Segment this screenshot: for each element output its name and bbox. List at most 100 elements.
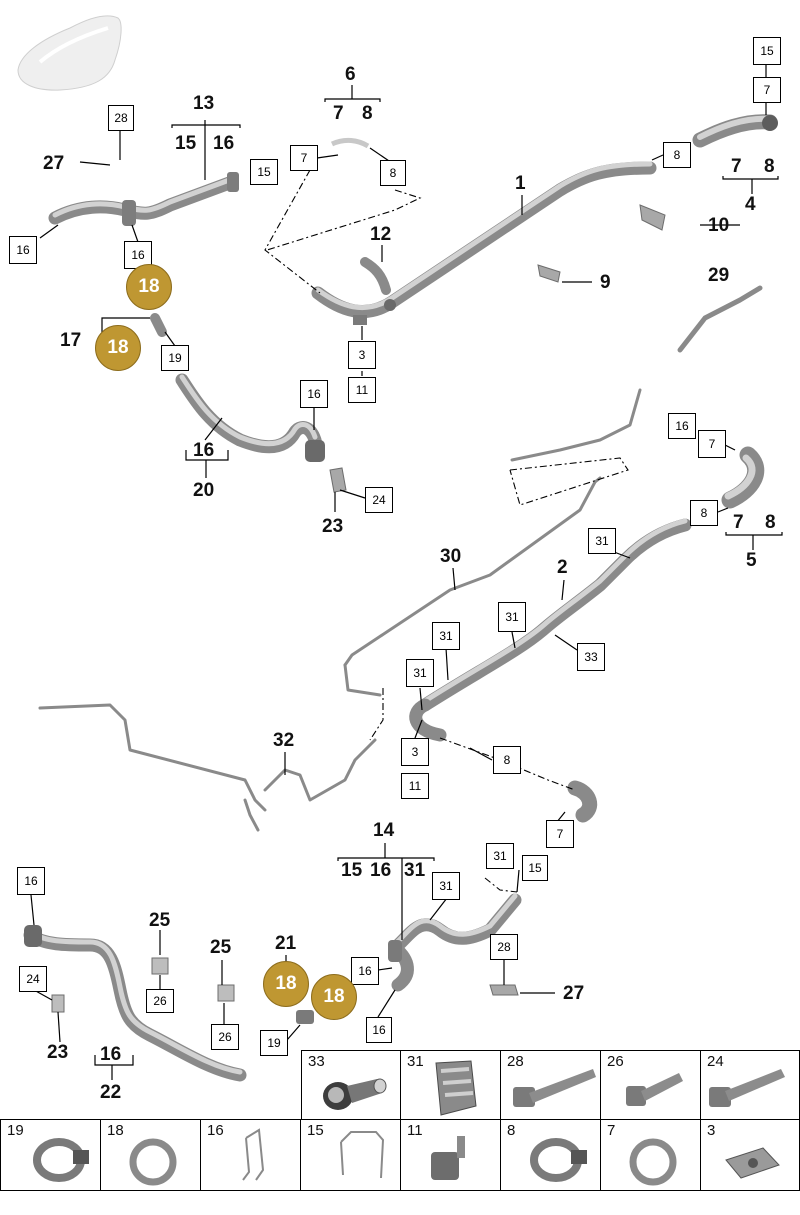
box-15-top-right: 15	[753, 37, 781, 65]
parts-cell-number: 31	[407, 1053, 424, 1070]
group-5-label-8: 8	[765, 512, 776, 533]
hose-clamp-icon	[530, 1138, 587, 1182]
box-16-lower-mid: 16	[351, 957, 379, 985]
parts-cell-number: 18	[107, 1122, 124, 1139]
box-28-lower: 28	[490, 934, 518, 960]
o-ring-icon	[129, 1138, 177, 1186]
callout-23-upper: 23	[322, 516, 344, 537]
box-31-c: 31	[432, 622, 460, 650]
retaining-clip-icon	[340, 1131, 385, 1179]
callout-17: 17	[60, 330, 82, 351]
box-19-lower: 19	[260, 1030, 288, 1056]
box-31-a: 31	[588, 528, 616, 554]
pipe-clip-icon	[435, 1060, 477, 1116]
box-31-f: 31	[432, 872, 460, 900]
callout-16-bottom: 16	[100, 1044, 122, 1065]
box-7-top-right: 7	[753, 77, 781, 103]
group-4-label-8: 8	[764, 156, 775, 177]
box-11-mid: 11	[401, 773, 429, 799]
group-13-label-16: 16	[213, 133, 235, 154]
group-6-label-7: 7	[333, 103, 344, 124]
callout-13: 13	[193, 93, 215, 114]
group-5-label-7: 7	[733, 512, 744, 533]
callout-16-left: 16	[193, 440, 215, 461]
seal-ring-marker-upper: 18	[126, 264, 172, 310]
callout-4: 4	[745, 194, 756, 215]
group-14-label-15: 15	[341, 860, 363, 881]
box-8-mid: 8	[493, 746, 521, 774]
callout-27-lower: 27	[563, 983, 585, 1004]
box-24-upper: 24	[365, 487, 393, 513]
box-16-upper-mid: 16	[124, 241, 152, 269]
box-26-left: 26	[146, 989, 174, 1013]
long-bolt-icon	[513, 1069, 596, 1107]
callout-9: 9	[600, 272, 611, 293]
box-3-upper: 3	[348, 341, 376, 369]
box-3-mid: 3	[401, 738, 429, 766]
parts-cell-7: 7	[600, 1119, 701, 1191]
parts-cell-number: 8	[507, 1122, 516, 1139]
parts-cell-24: 24	[700, 1050, 800, 1120]
parts-cell-number: 16	[207, 1122, 224, 1139]
callout-10: 10	[708, 215, 730, 236]
parts-cell-3: 3	[700, 1119, 800, 1191]
box-31-b: 31	[498, 602, 526, 632]
parts-cell-15: 15	[300, 1119, 401, 1191]
parts-cell-number: 33	[308, 1053, 325, 1070]
bolt-icon	[709, 1069, 785, 1107]
parts-cell-28: 28	[500, 1050, 601, 1120]
parts-cell-18: 18	[100, 1119, 201, 1191]
parts-cell-number: 3	[707, 1122, 716, 1139]
parts-cell-number: 11	[407, 1122, 423, 1139]
seal-ring-marker-left: 18	[95, 325, 141, 371]
temperature-sensor-icon	[323, 1078, 387, 1110]
callout-2: 2	[557, 557, 568, 578]
box-26-right: 26	[211, 1024, 239, 1050]
box-16-lower-right: 16	[366, 1017, 392, 1043]
box-8-top-right: 8	[663, 142, 691, 168]
parts-cell-number: 7	[607, 1122, 616, 1139]
parts-cell-number: 24	[707, 1053, 724, 1070]
box-16-right: 16	[668, 413, 696, 439]
hose-clamp-icon	[33, 1138, 89, 1182]
box-11-upper: 11	[348, 377, 376, 403]
parts-cell-16: 16	[200, 1119, 301, 1191]
box-16-lower-left: 16	[17, 867, 45, 895]
box-24-lower: 24	[19, 966, 47, 992]
callout-14: 14	[373, 820, 395, 841]
callout-21: 21	[275, 933, 297, 954]
callout-25-left: 25	[149, 910, 171, 931]
seal-ring-marker-lower-left: 18	[263, 961, 309, 1007]
callout-25-right: 25	[210, 937, 232, 958]
parts-cell-8: 8	[500, 1119, 601, 1191]
stud-nut-icon	[431, 1136, 465, 1180]
box-33: 33	[577, 643, 605, 671]
seal-ring-marker-lower-right: 18	[311, 974, 357, 1020]
callout-32: 32	[273, 730, 295, 751]
group-14-label-31: 31	[404, 860, 426, 881]
parts-cell-number: 19	[7, 1122, 24, 1139]
parts-cell-11: 11	[400, 1119, 501, 1191]
box-7-right: 7	[698, 430, 726, 458]
callout-20: 20	[193, 480, 215, 501]
parts-cell-number: 26	[607, 1053, 624, 1070]
parts-cell-number: 15	[307, 1122, 324, 1139]
callout-30: 30	[440, 546, 462, 567]
car-thumbnail-icon	[17, 15, 122, 91]
callout-29: 29	[708, 265, 730, 286]
box-7-mid: 7	[546, 820, 574, 848]
box-16-mid: 16	[300, 380, 328, 408]
box-15-mid: 15	[522, 855, 548, 881]
box-15-upper: 15	[250, 159, 278, 185]
parts-cell-19: 19	[0, 1119, 101, 1191]
parts-cell-31: 31	[400, 1050, 501, 1120]
spring-clip-icon	[242, 1128, 265, 1181]
group-4-label-7: 7	[731, 156, 742, 177]
box-16-upper-left: 16	[9, 236, 37, 264]
o-ring-icon	[629, 1138, 677, 1186]
callout-6: 6	[345, 64, 356, 85]
group-13-label-15: 15	[175, 133, 197, 154]
box-31-d: 31	[406, 659, 434, 687]
